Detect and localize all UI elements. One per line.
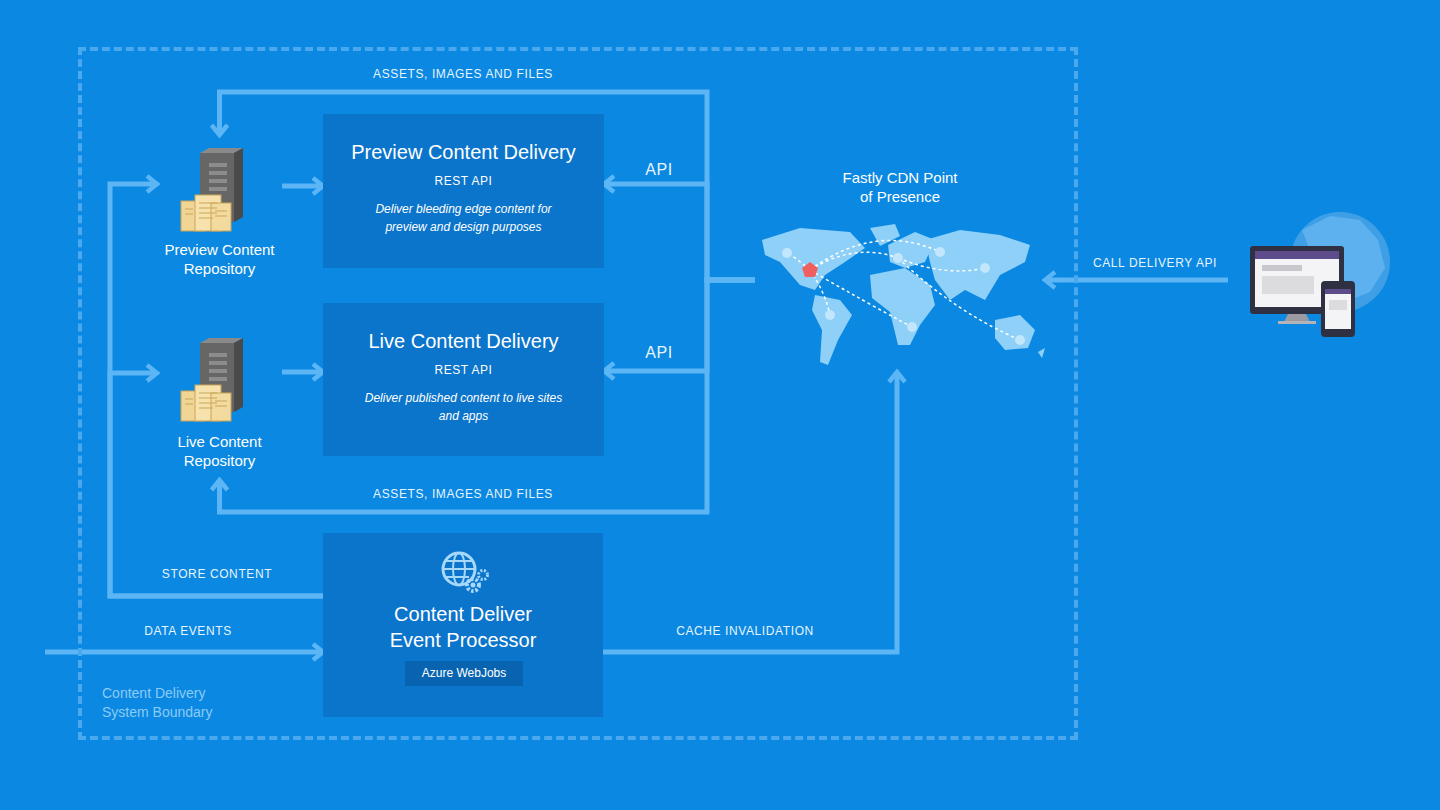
platform-tag: Azure WebJobs (405, 661, 523, 686)
phone-screen (1325, 289, 1351, 329)
pop-markers (782, 247, 1025, 345)
connector-arrow (282, 370, 323, 375)
document (211, 393, 231, 421)
route (898, 258, 1020, 340)
south-america (812, 295, 852, 365)
server-icon (157, 135, 282, 235)
pop-marker (825, 310, 835, 320)
phone-header (1325, 289, 1351, 294)
monitor-base (1278, 321, 1316, 324)
boundary-label: Content Delivery System Boundary (102, 684, 242, 722)
repository-name: Live Content Repository (157, 432, 282, 470)
flow-label: DATA EVENTS (144, 624, 232, 638)
content-repository: Live Content Repository (157, 325, 282, 480)
pop-marker (935, 247, 945, 257)
origin-marker (802, 262, 818, 277)
continents (762, 224, 1045, 365)
edge-label: ASSETS, IMAGES AND FILES (373, 487, 553, 501)
server-slot (209, 179, 227, 183)
data-events-arrow (45, 650, 323, 655)
gear (467, 579, 479, 591)
server-slot (209, 377, 227, 381)
connector-arrow (282, 184, 323, 189)
connector-arrow (604, 184, 755, 280)
connector-arrow (110, 373, 323, 596)
box-description: Deliver bleeding edge content for previe… (356, 200, 571, 236)
cdn-map: Fastly CDN Point of Presence (755, 162, 1045, 372)
edge-label: CACHE INVALIDATION (676, 624, 814, 638)
box-description: Deliver published content to live sites … (356, 389, 571, 425)
edge-label: STORE CONTENT (162, 567, 272, 581)
new-zealand (1038, 348, 1045, 358)
server-slot (209, 353, 227, 357)
webjobs-icon (323, 533, 603, 603)
australia (995, 315, 1035, 350)
globe-outline (443, 553, 475, 585)
screen-header (1255, 251, 1339, 259)
cdn-routes (787, 240, 1020, 340)
box-title: Live Content Delivery (368, 329, 558, 353)
pop-marker (1015, 335, 1025, 345)
gear (479, 571, 488, 580)
phone-frame (1321, 281, 1355, 337)
edge-label: API (645, 344, 673, 362)
connector-arrow (110, 184, 323, 596)
server-slot (209, 361, 227, 365)
content-repository: Preview Content Repository (157, 135, 282, 280)
api-box: Preview Content DeliveryREST API Deliver … (323, 114, 604, 268)
document-lines (185, 203, 227, 218)
event-processor-box: Content Deliver Event ProcessorAzure Web… (323, 533, 603, 717)
connector-arrow (604, 280, 755, 371)
pop-marker (782, 248, 792, 258)
flow-label: CALL DELIVERY API (1093, 256, 1217, 270)
platform-name: Azure WebJobs (422, 666, 507, 681)
pop-marker (893, 253, 903, 263)
client-devices (1250, 212, 1390, 337)
route (898, 258, 985, 271)
screen-block (1262, 265, 1302, 271)
cdn-name: Fastly CDN Point of Presence (838, 168, 963, 206)
connector-arrow (220, 280, 756, 512)
server-slot (209, 163, 227, 167)
api-type: REST API (435, 363, 493, 377)
asia (925, 230, 1030, 300)
server-icon (157, 325, 282, 425)
route (810, 270, 912, 327)
document (211, 203, 231, 231)
server-side (234, 338, 243, 412)
server-slot (209, 171, 227, 175)
server-slot (209, 369, 227, 373)
connector-arrow (220, 92, 756, 280)
document-lines (185, 393, 227, 408)
monitor-stand (1284, 314, 1310, 322)
route (810, 252, 898, 270)
server-side (234, 148, 243, 222)
box-title: Content Deliver Event Processor (376, 601, 551, 653)
api-type: REST API (435, 174, 493, 188)
north-america (762, 228, 865, 290)
pop-marker (980, 263, 990, 273)
screen-block (1262, 276, 1314, 294)
connector-arrow (603, 372, 897, 652)
edge-label: ASSETS, IMAGES AND FILES (373, 67, 553, 81)
repository-name: Preview Content Repository (157, 240, 282, 278)
edge-label: API (645, 161, 673, 179)
gear-hub (471, 583, 476, 588)
call-arrow (1045, 278, 1228, 283)
africa (870, 268, 935, 345)
pop-marker (907, 322, 917, 332)
phone-block (1329, 300, 1347, 310)
server-slot (209, 187, 227, 191)
api-box: Live Content DeliveryREST API Deliver pub… (323, 303, 604, 456)
globe-lines (443, 561, 475, 577)
box-title: Preview Content Delivery (351, 140, 576, 164)
route (810, 240, 940, 270)
